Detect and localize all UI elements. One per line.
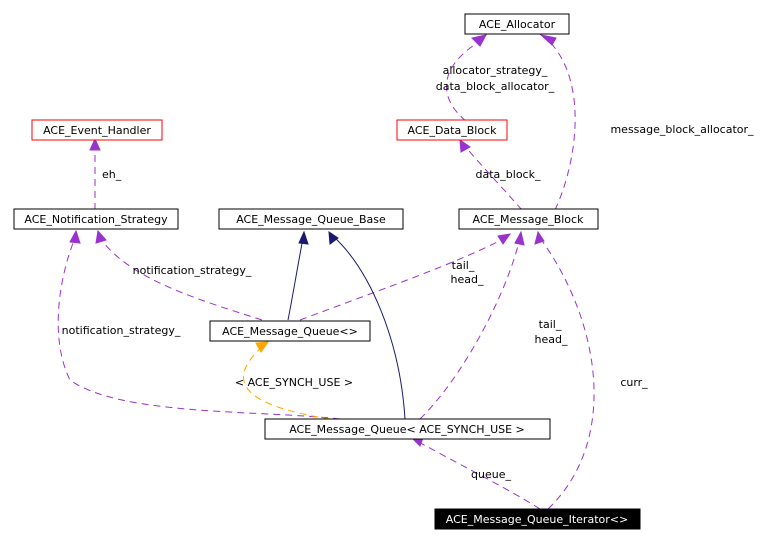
label-data-block-allocator: data_block_allocator_	[436, 80, 555, 93]
node-ace-message-queue-iterator-label: ACE_Message_Queue_Iterator<>	[446, 513, 628, 526]
node-ace-notification-strategy-label: ACE_Notification_Strategy	[24, 213, 168, 226]
label-allocator-strategy: allocator_strategy_	[443, 64, 548, 77]
node-ace-message-block-label: ACE_Message_Block	[473, 213, 585, 226]
node-ace-event-handler[interactable]: ACE_Event_Handler	[31, 119, 163, 141]
arrowhead-base-a	[298, 230, 309, 245]
arrowhead-base-b	[328, 231, 339, 245]
arrowhead-event-handler	[89, 137, 101, 151]
edge-message-block-to-allocator	[547, 39, 576, 211]
arrowhead-allocator-right	[539, 34, 557, 46]
arrowhead-allocator-left	[470, 34, 487, 47]
edge-message-queue-synch-to-message-block	[419, 237, 521, 420]
label-head-upper: head_	[451, 273, 484, 286]
label-data-block: data_block_	[476, 168, 541, 181]
edge-message-queue-tpl-to-notification-strategy	[99, 237, 263, 321]
node-ace-message-queue-tpl-label: ACE_Message_Queue<>	[222, 325, 358, 338]
label-notification-strategy-upper: notification_strategy_	[133, 264, 252, 277]
label-message-block-allocator: message_block_allocator_	[610, 123, 754, 136]
node-ace-event-handler-label: ACE_Event_Handler	[43, 124, 151, 137]
arrowhead-message-block-b	[514, 230, 525, 246]
arrowhead-message-queue-tpl	[255, 341, 270, 353]
label-queue: queue_	[471, 468, 511, 481]
label-eh: eh_	[102, 168, 122, 181]
label-curr: curr_	[620, 376, 648, 389]
edge-message-queue-synch-to-base	[332, 235, 406, 420]
node-ace-message-queue-synch-label: ACE_Message_Queue< ACE_SYNCH_USE >	[289, 423, 525, 436]
label-tail-lower: tail_	[539, 318, 562, 331]
node-ace-message-queue-iterator[interactable]: ACE_Message_Queue_Iterator<>	[434, 508, 641, 530]
node-ace-message-queue-tpl[interactable]: ACE_Message_Queue<>	[209, 320, 371, 342]
arrowhead-data-block	[459, 138, 471, 153]
node-ace-data-block-label: ACE_Data_Block	[408, 124, 498, 137]
label-template-arg: < ACE_SYNCH_USE >	[235, 376, 353, 389]
label-tail-upper: tail_	[452, 259, 475, 272]
label-notification-strategy-lower: notification_strategy_	[62, 324, 181, 337]
arrowhead-notification-strategy-a	[95, 229, 107, 244]
edge-message-queue-tpl-to-message-block	[299, 237, 506, 321]
node-ace-message-queue-base[interactable]: ACE_Message_Queue_Base	[218, 208, 404, 230]
arrowhead-message-block-c	[534, 230, 545, 245]
edge-message-queue-synch-to-tpl	[243, 345, 331, 420]
node-ace-message-queue-synch[interactable]: ACE_Message_Queue< ACE_SYNCH_USE >	[264, 418, 551, 440]
node-ace-message-block[interactable]: ACE_Message_Block	[458, 208, 599, 230]
arrowhead-notification-strategy-b	[69, 229, 81, 244]
arrowhead-message-block-a	[497, 233, 512, 245]
node-ace-data-block[interactable]: ACE_Data_Block	[396, 119, 508, 141]
node-ace-allocator-label: ACE_Allocator	[479, 18, 556, 31]
node-ace-allocator[interactable]: ACE_Allocator	[464, 13, 570, 35]
edge-data-block-to-allocator	[445, 39, 483, 122]
label-head-lower: head_	[535, 333, 568, 346]
edge-message-queue-synch-to-notification-strategy	[57, 237, 341, 420]
edge-message-queue-tpl-to-base	[287, 237, 304, 321]
node-ace-message-queue-base-label: ACE_Message_Queue_Base	[236, 213, 386, 226]
edge-iterator-to-message-block	[539, 237, 595, 510]
node-ace-notification-strategy[interactable]: ACE_Notification_Strategy	[13, 208, 179, 230]
edge-iterator-to-message-queue-synch	[414, 439, 541, 510]
